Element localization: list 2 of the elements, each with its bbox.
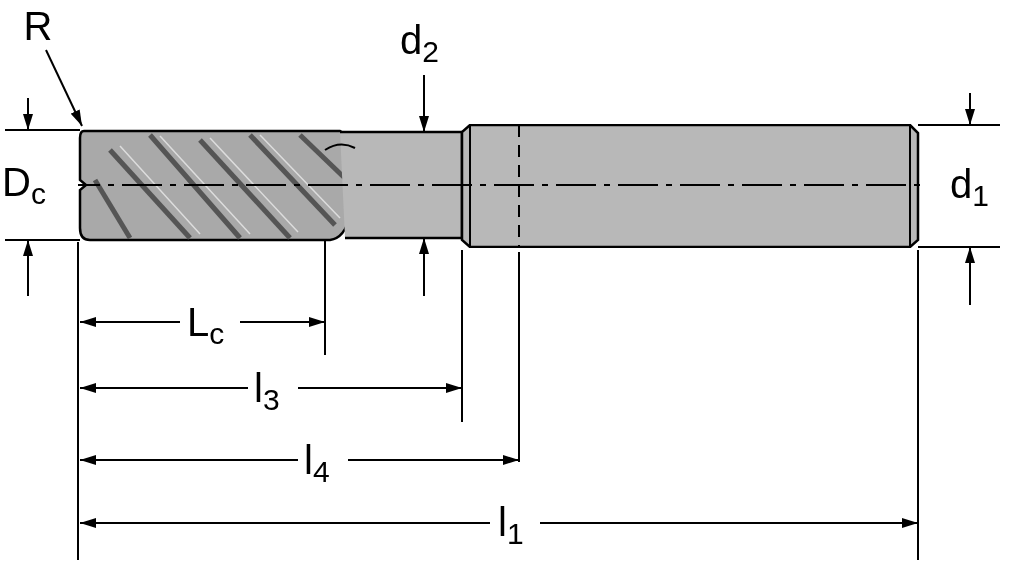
part-label: R [23,4,53,48]
leader-line [45,49,83,127]
